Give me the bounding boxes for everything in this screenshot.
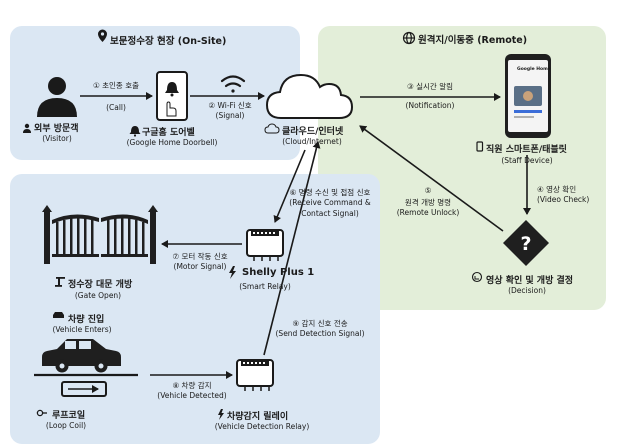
visitor-label: 외부 방문객 [34, 124, 79, 134]
gate-label: 정수장 대문 개방 [68, 280, 133, 290]
svg-text:?: ? [520, 233, 531, 255]
step4-label: ④ 영상 확인 [537, 185, 577, 194]
decision-small-icon [471, 271, 483, 283]
remote-section-title: 원격지/이동중 (Remote) [418, 35, 528, 46]
step9-label: ⑨ 감지 신호 전송 [292, 319, 348, 328]
visitor-sub: (Visitor) [42, 134, 72, 143]
bell-icon [129, 126, 141, 137]
phone-screen-title: Google Home [517, 67, 551, 72]
flow-arrows [80, 92, 531, 379]
vehicle-label: 차량 진입 [68, 315, 105, 325]
step7-sub: (Motor Signal) [173, 262, 227, 271]
arrow-decision-to-cloud [359, 125, 504, 232]
loop-coil-label: 루프코일 [52, 411, 86, 421]
smartphone-icon [505, 54, 551, 138]
car-small-icon [53, 312, 64, 318]
lightning-small-icon [218, 409, 224, 420]
step3-sub: (Notification) [405, 101, 455, 110]
arrow-relay-to-cloud [263, 141, 321, 356]
shelly-label: Shelly Plus 1 [242, 267, 315, 278]
cloud-sub: (Cloud/Internet) [282, 137, 342, 146]
shelly-sub: (Smart Relay) [239, 282, 291, 291]
visitor-small-icon [23, 123, 31, 133]
step5-sub: (Remote Unlock) [396, 208, 460, 217]
cloud-label: 클라우드/인터넷 [282, 127, 344, 137]
gate-icon [42, 205, 158, 264]
step4-sub: (Video Check) [537, 195, 590, 204]
cloud-icon [265, 73, 354, 119]
decision-question-icon: ? [503, 220, 549, 266]
crane-small-icon [55, 277, 65, 287]
lightning-icon [229, 266, 236, 279]
decision-sub: (Decision) [508, 286, 546, 295]
step7-label: ⑦ 모터 작동 신호 [172, 252, 228, 261]
staff-device-label: 직원 스마트폰/태블릿 [486, 145, 567, 155]
wifi-icon [220, 75, 246, 93]
step6-line1: (Receive Command & [289, 198, 371, 207]
loop-coil-sub: (Loop Coil) [45, 421, 87, 430]
step5-line1: 원격 개방 명령 [404, 198, 452, 207]
gate-sub: (Gate Open) [74, 291, 122, 300]
step8-label: ⑧ 차량 감지 [172, 381, 212, 390]
step9-sub: (Send Detection Signal) [275, 329, 365, 338]
shelly-relay-icon [246, 229, 284, 261]
loop-coil-icon [61, 381, 107, 397]
onsite-section-title: 보문정수장 현장 (On-Site) [110, 36, 227, 47]
step8-sub: (Vehicle Detected) [157, 391, 227, 400]
cloud-small-icon [264, 123, 280, 134]
decision-label: 영상 확인 및 개방 결정 [486, 276, 574, 286]
doorbell-label: 구글홈 도어벨 [142, 128, 195, 138]
globe-icon [402, 31, 416, 45]
step6-label: ⑥ 명령 수신 및 접점 신호 [289, 188, 371, 197]
location-pin-icon [98, 29, 107, 42]
step2-sub: (Signal) [215, 111, 245, 120]
vehicle-relay-label: 차량감지 릴레이 [227, 412, 289, 422]
phone-small-icon [476, 141, 484, 152]
vehicle-sub: (Vehicle Enters) [52, 325, 112, 334]
doorbell-sub: (Google Home Doorbell) [126, 138, 218, 147]
staff-device-sub: (Staff Device) [501, 156, 553, 165]
vehicle-relay-sub: (Vehicle Detection Relay) [214, 422, 310, 431]
step1-sub: (Call) [106, 103, 126, 112]
doorbell-icon [156, 71, 188, 121]
car-icon [42, 339, 121, 373]
step2-label: ② Wi-Fi 신호 [208, 101, 252, 110]
arrow-cloud-to-shelly [273, 149, 306, 223]
step5-label: ⑤ [424, 186, 432, 195]
step1-label: ① 초인종 호출 [93, 81, 139, 90]
step6-line2: Contact Signal) [301, 209, 359, 218]
vehicle-relay-icon [236, 359, 274, 391]
step3-label: ③ 실시간 알림 [407, 82, 453, 91]
visitor-person-icon [37, 77, 77, 117]
coil-small-icon [36, 409, 47, 417]
